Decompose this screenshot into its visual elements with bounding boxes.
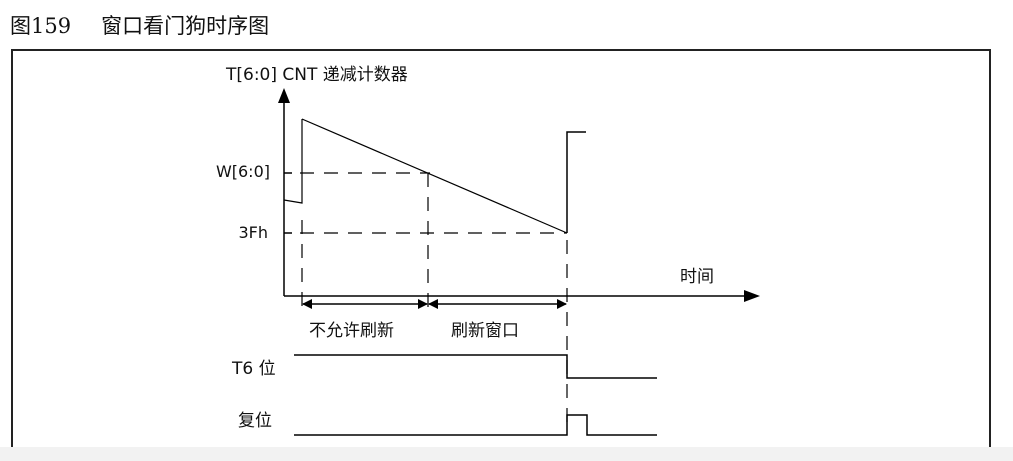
counter-reload [566,131,586,233]
x-axis-arrow [744,290,760,302]
refresh-window-label: 刷新窗口 [451,321,519,341]
no-refresh-label: 不允许刷新 [309,321,394,341]
threshold-label: 3Fh [238,223,268,242]
figure-caption: 图159 窗口看门狗时序图 [10,10,269,40]
bottom-strip [0,447,1013,461]
reset-label: 复位 [238,411,272,431]
reset-waveform [294,414,657,436]
x-axis-label: 时间 [680,267,714,287]
counter-initial-segment [283,119,303,204]
figure-title: 窗口看门狗时序图 [101,14,270,38]
counter-ramp [301,118,568,234]
diagram-frame [11,49,991,461]
y-axis-label: T[6:0] CNT 递减计数器 [225,65,408,85]
y-axis-arrow [278,88,290,103]
figure-number: 图159 [10,14,72,38]
w-level-label: W[6:0] [216,162,270,181]
t6-bit-label: T6 位 [231,359,276,379]
t6-bit-waveform [294,354,657,379]
